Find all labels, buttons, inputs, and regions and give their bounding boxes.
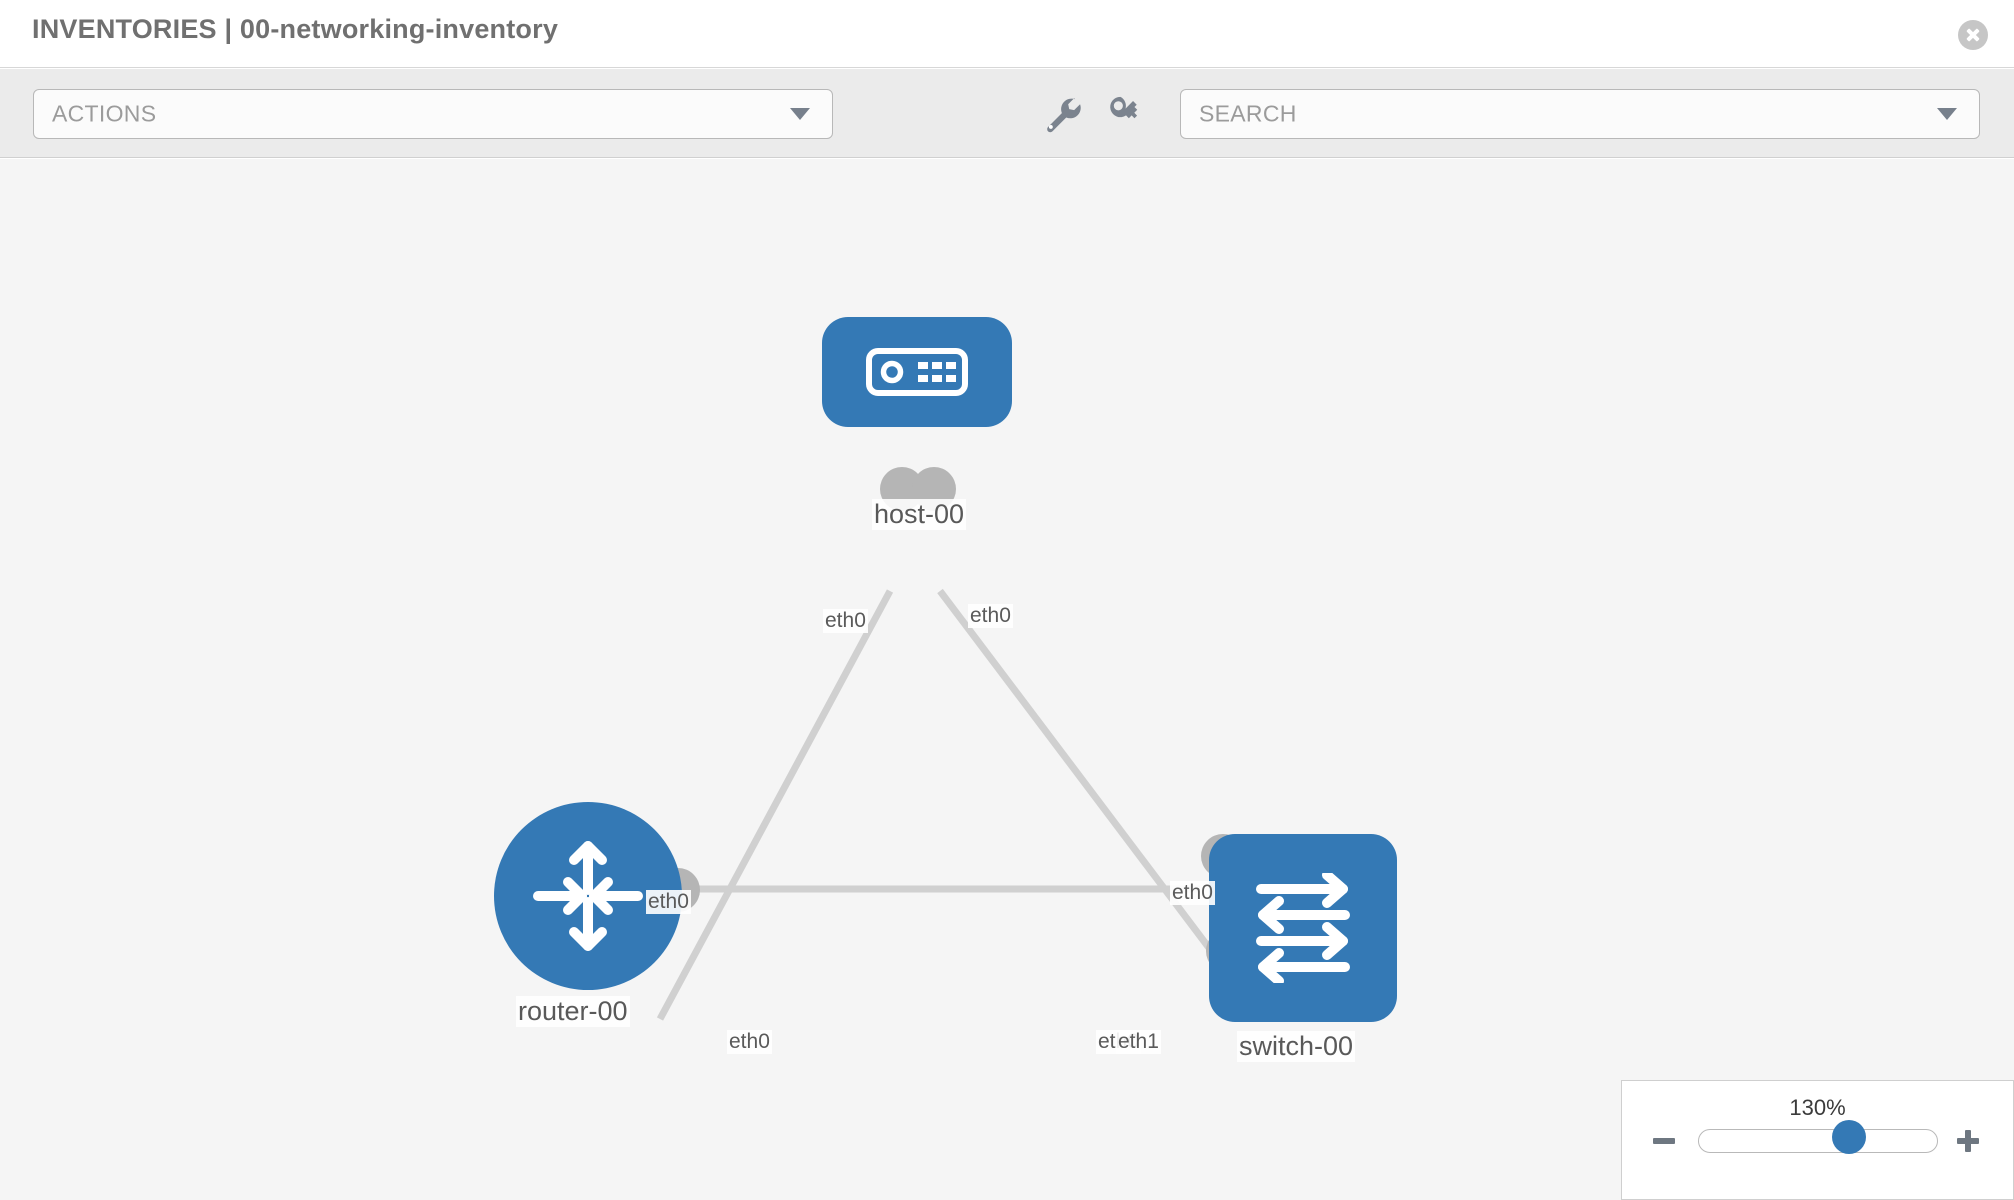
node-switch-00[interactable]: switch-00	[1201, 799, 1409, 1062]
close-icon[interactable]	[1958, 20, 1988, 50]
key-icon[interactable]	[1104, 93, 1146, 135]
zoom-slider-track[interactable]	[1698, 1129, 1938, 1153]
minus-icon[interactable]	[1648, 1125, 1680, 1157]
node-switch-00-label: switch-00	[1237, 1031, 1356, 1062]
zoom-percent-label: 130%	[1789, 1095, 1846, 1120]
node-host-00-label: host-00	[872, 499, 967, 530]
switch-arrows-icon	[1256, 873, 1350, 983]
minus-icon-bar	[1653, 1138, 1675, 1144]
topology-toolbar: ACTIONS SEARCH	[0, 69, 2014, 158]
page-header: INVENTORIES | 00-networking-inventory	[0, 0, 2014, 68]
actions-dropdown[interactable]: ACTIONS	[33, 89, 833, 139]
edge-label-host-left[interactable]: eth0	[823, 609, 868, 633]
chevron-down-icon	[1937, 108, 1957, 120]
zoom-control: 130%	[1621, 1080, 2014, 1200]
topology-canvas[interactable]: host-00 eth0 eth0	[0, 159, 2014, 1200]
node-router-00-label: router-00	[516, 996, 630, 1027]
edge-label-router-up[interactable]: eth0	[646, 890, 691, 914]
server-icon	[866, 348, 968, 396]
edge-host-switch	[937, 588, 1243, 992]
topology-edges	[656, 588, 1243, 1021]
node-router-00[interactable]: router-00	[494, 802, 704, 1044]
chevron-down-icon	[790, 108, 810, 120]
plus-icon-bar-v	[1965, 1130, 1971, 1152]
page-title: INVENTORIES | 00-networking-inventory	[32, 14, 559, 44]
node-router-00-shape[interactable]	[494, 802, 682, 990]
node-switch-00-shape[interactable]	[1209, 834, 1397, 1022]
edge-label-host-right[interactable]: eth0	[968, 604, 1013, 628]
zoom-slider-thumb[interactable]	[1832, 1120, 1866, 1154]
wrench-icon[interactable]	[1040, 93, 1082, 135]
search-input[interactable]: SEARCH	[1180, 89, 1980, 139]
edge-host-router	[656, 589, 894, 1021]
router-arrows-icon	[533, 841, 643, 951]
node-host-00[interactable]: host-00	[822, 317, 1012, 547]
search-placeholder: SEARCH	[1199, 100, 1297, 127]
edge-label-switch-up[interactable]: eth0	[1170, 881, 1215, 905]
edge-label-router-right[interactable]: eth0	[727, 1030, 772, 1054]
plus-icon[interactable]	[1952, 1125, 1984, 1157]
node-host-00-shape[interactable]	[822, 317, 1012, 427]
actions-dropdown-label: ACTIONS	[52, 100, 157, 127]
edge-label-switch-left-b[interactable]: eth1	[1116, 1030, 1161, 1054]
